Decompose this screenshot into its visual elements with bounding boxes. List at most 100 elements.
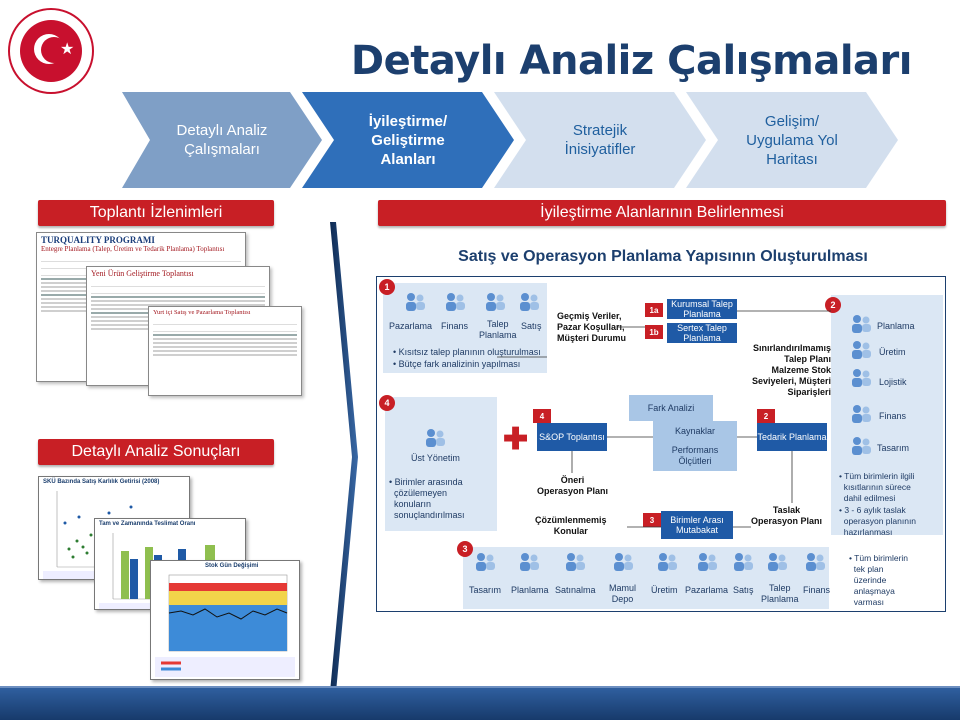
- people-icon: [403, 291, 427, 313]
- role-label: Tasarım: [469, 585, 502, 595]
- meeting-document: Yurt içi Satış ve Pazarlama Toplantısı: [148, 306, 302, 396]
- proposed-plan-label: Öneri Operasyon Planı: [537, 475, 609, 496]
- role-label: Finans: [803, 585, 831, 595]
- draft-plan-label: Taslak Operasyon Planı: [751, 505, 823, 526]
- role-label: Talep Planlama: [479, 319, 517, 340]
- bullet-text: • Tüm birimlerin ilgili kısıtlarının sür…: [839, 471, 915, 503]
- step-detailed-analysis[interactable]: Detaylı Analiz Çalışmaları: [122, 92, 322, 188]
- section-divider: [330, 222, 358, 692]
- role-label: Planlama: [511, 585, 549, 595]
- document-title: Yeni Ürün Geliştirme Toplantısı: [91, 269, 194, 278]
- step-roadmap[interactable]: Gelişim/ Uygulama Yol Haritası: [686, 92, 898, 188]
- step-badge: 4: [533, 409, 551, 423]
- people-icon: [611, 551, 635, 573]
- chevron-shape: [494, 92, 706, 188]
- people-icon: [695, 551, 719, 573]
- role-label: Pazarlama: [389, 321, 433, 331]
- people-icon: [473, 551, 497, 573]
- snop-meeting-box: S&OP Toplantısı: [537, 423, 607, 451]
- people-icon: [483, 291, 507, 313]
- document-title: Yurt içi Satış ve Pazarlama Toplantısı: [153, 309, 251, 316]
- past-data-label: Geçmiş Veriler, Pazar Koşulları, Müşteri…: [557, 311, 627, 343]
- panel-top-management: [385, 397, 497, 531]
- section-improvement: İyileştirme Alanlarının Belirlenmesi: [378, 200, 946, 226]
- footer-line: [0, 686, 960, 688]
- role-label: Satış: [733, 585, 754, 595]
- step-badge: 2: [825, 297, 841, 313]
- corporate-demand-box: Kurumsal Talep Planlama: [667, 299, 737, 319]
- unresolved-issues-label: Çözümlenmemiş Konular: [535, 515, 607, 536]
- role-label: Üretim: [651, 585, 678, 595]
- performance-metrics-box: Performans Ölçütleri: [653, 441, 737, 471]
- step-badge: 1: [379, 279, 395, 295]
- chart-title: SKÜ Bazında Satış Karlılık Getirisi (200…: [43, 479, 160, 485]
- section-results: Detaylı Analiz Sonuçları: [38, 439, 274, 465]
- chevron-shape: [302, 92, 514, 188]
- supply-planning-box: Tedarik Planlama: [757, 423, 827, 451]
- step-badge: 2: [757, 409, 775, 423]
- chart-title: Stok Gün Değişimi: [205, 563, 259, 569]
- role-label: Lojistik: [879, 377, 907, 387]
- page-title: Detaylı Analiz Çalışmaları: [350, 38, 913, 84]
- panel-functions: [831, 295, 943, 535]
- variance-analysis-box: Fark Analizi: [629, 395, 713, 421]
- people-icon: [849, 403, 873, 425]
- role-label: Finans: [441, 321, 469, 331]
- bullet-text: • Bütçe fark analizinin yapılması: [393, 359, 521, 369]
- diagram-title: Satış ve Operasyon Planlama Yapısının Ol…: [458, 248, 868, 265]
- step-label: Stratejik İnisiyatifler: [564, 122, 636, 158]
- bullet-text: • Tüm birimlerin tek plan üzerinde anlaş…: [849, 553, 909, 607]
- star-icon: ★: [60, 41, 75, 58]
- people-icon: [849, 339, 873, 361]
- role-label: Tasarım: [877, 443, 910, 453]
- step-badge: 3: [457, 541, 473, 557]
- logo-emblem: ★: [20, 20, 82, 82]
- role-label: Üretim: [879, 347, 906, 357]
- chevron-shape: [686, 92, 898, 188]
- people-icon: [849, 367, 873, 389]
- plus-icon: ✚: [503, 423, 529, 456]
- footer-band: [0, 688, 960, 720]
- document-subtitle: Entegre Planlama (Talep, Üretim ve Tedar…: [41, 245, 225, 253]
- people-icon: [563, 551, 587, 573]
- role-label: Pazarlama: [685, 585, 729, 595]
- people-icon: [517, 551, 541, 573]
- people-icon: [443, 291, 467, 313]
- chevron-shape: [122, 92, 322, 188]
- chart-title: Tam ve Zamanında Teslimat Oranı: [99, 521, 196, 527]
- role-label: Satınalma: [555, 585, 596, 595]
- role-label: Talep Planlama: [761, 583, 799, 604]
- stacked-area-chart: [155, 574, 295, 677]
- step-strategic-initiatives[interactable]: Stratejik İnisiyatifler: [494, 92, 706, 188]
- diagram-connectors: [497, 310, 831, 528]
- document-title: TURQUALITY PROGRAMI: [41, 235, 155, 245]
- section-meetings: Toplantı İzlenimleri: [38, 200, 274, 226]
- people-icon: [731, 551, 755, 573]
- step-label: İyileştirme/ Geliştirme Alanları: [368, 112, 448, 168]
- step-improvement-areas[interactable]: İyileştirme/ Geliştirme Alanları: [302, 92, 514, 188]
- people-icon: [803, 551, 827, 573]
- step-badge: 1a: [645, 303, 663, 317]
- stock-days-chart: Stok Gün Değişimi: [150, 560, 300, 680]
- bullet-text: • 3 - 6 aylık taslak operasyon planının …: [839, 505, 917, 537]
- step-badge: 1b: [645, 325, 663, 339]
- sertex-demand-box: Sertex Talep Planlama: [667, 323, 737, 343]
- people-icon: [765, 551, 789, 573]
- snop-diagram: 1 2 3 4 Pazarlama Finans Talep Planlama …: [376, 276, 946, 612]
- role-label: Planlama: [877, 321, 915, 331]
- role-label: Mamul Depo: [609, 583, 637, 604]
- header: ★ Detaylı Analiz Çalışmaları: [0, 0, 960, 94]
- resources-box: Kaynaklar: [653, 421, 737, 441]
- people-icon: [655, 551, 679, 573]
- step-badge: 3: [643, 513, 661, 527]
- constraints-label: Sınırlandırılmamış Talep Planı Malzeme S…: [751, 343, 831, 397]
- bullet-text: • Kısıtsız talep planının oluşturulması: [393, 347, 541, 357]
- people-icon: [423, 427, 447, 449]
- people-icon: [849, 435, 873, 457]
- bullet-text: • Birimler arasında çözülemeyen konuları…: [389, 477, 465, 520]
- role-label: Satış: [521, 321, 542, 331]
- ministry-logo: ★: [8, 8, 94, 94]
- consensus-box: Birimler Arası Mutabakat: [661, 511, 733, 539]
- people-icon: [517, 291, 541, 313]
- people-icon: [849, 313, 873, 335]
